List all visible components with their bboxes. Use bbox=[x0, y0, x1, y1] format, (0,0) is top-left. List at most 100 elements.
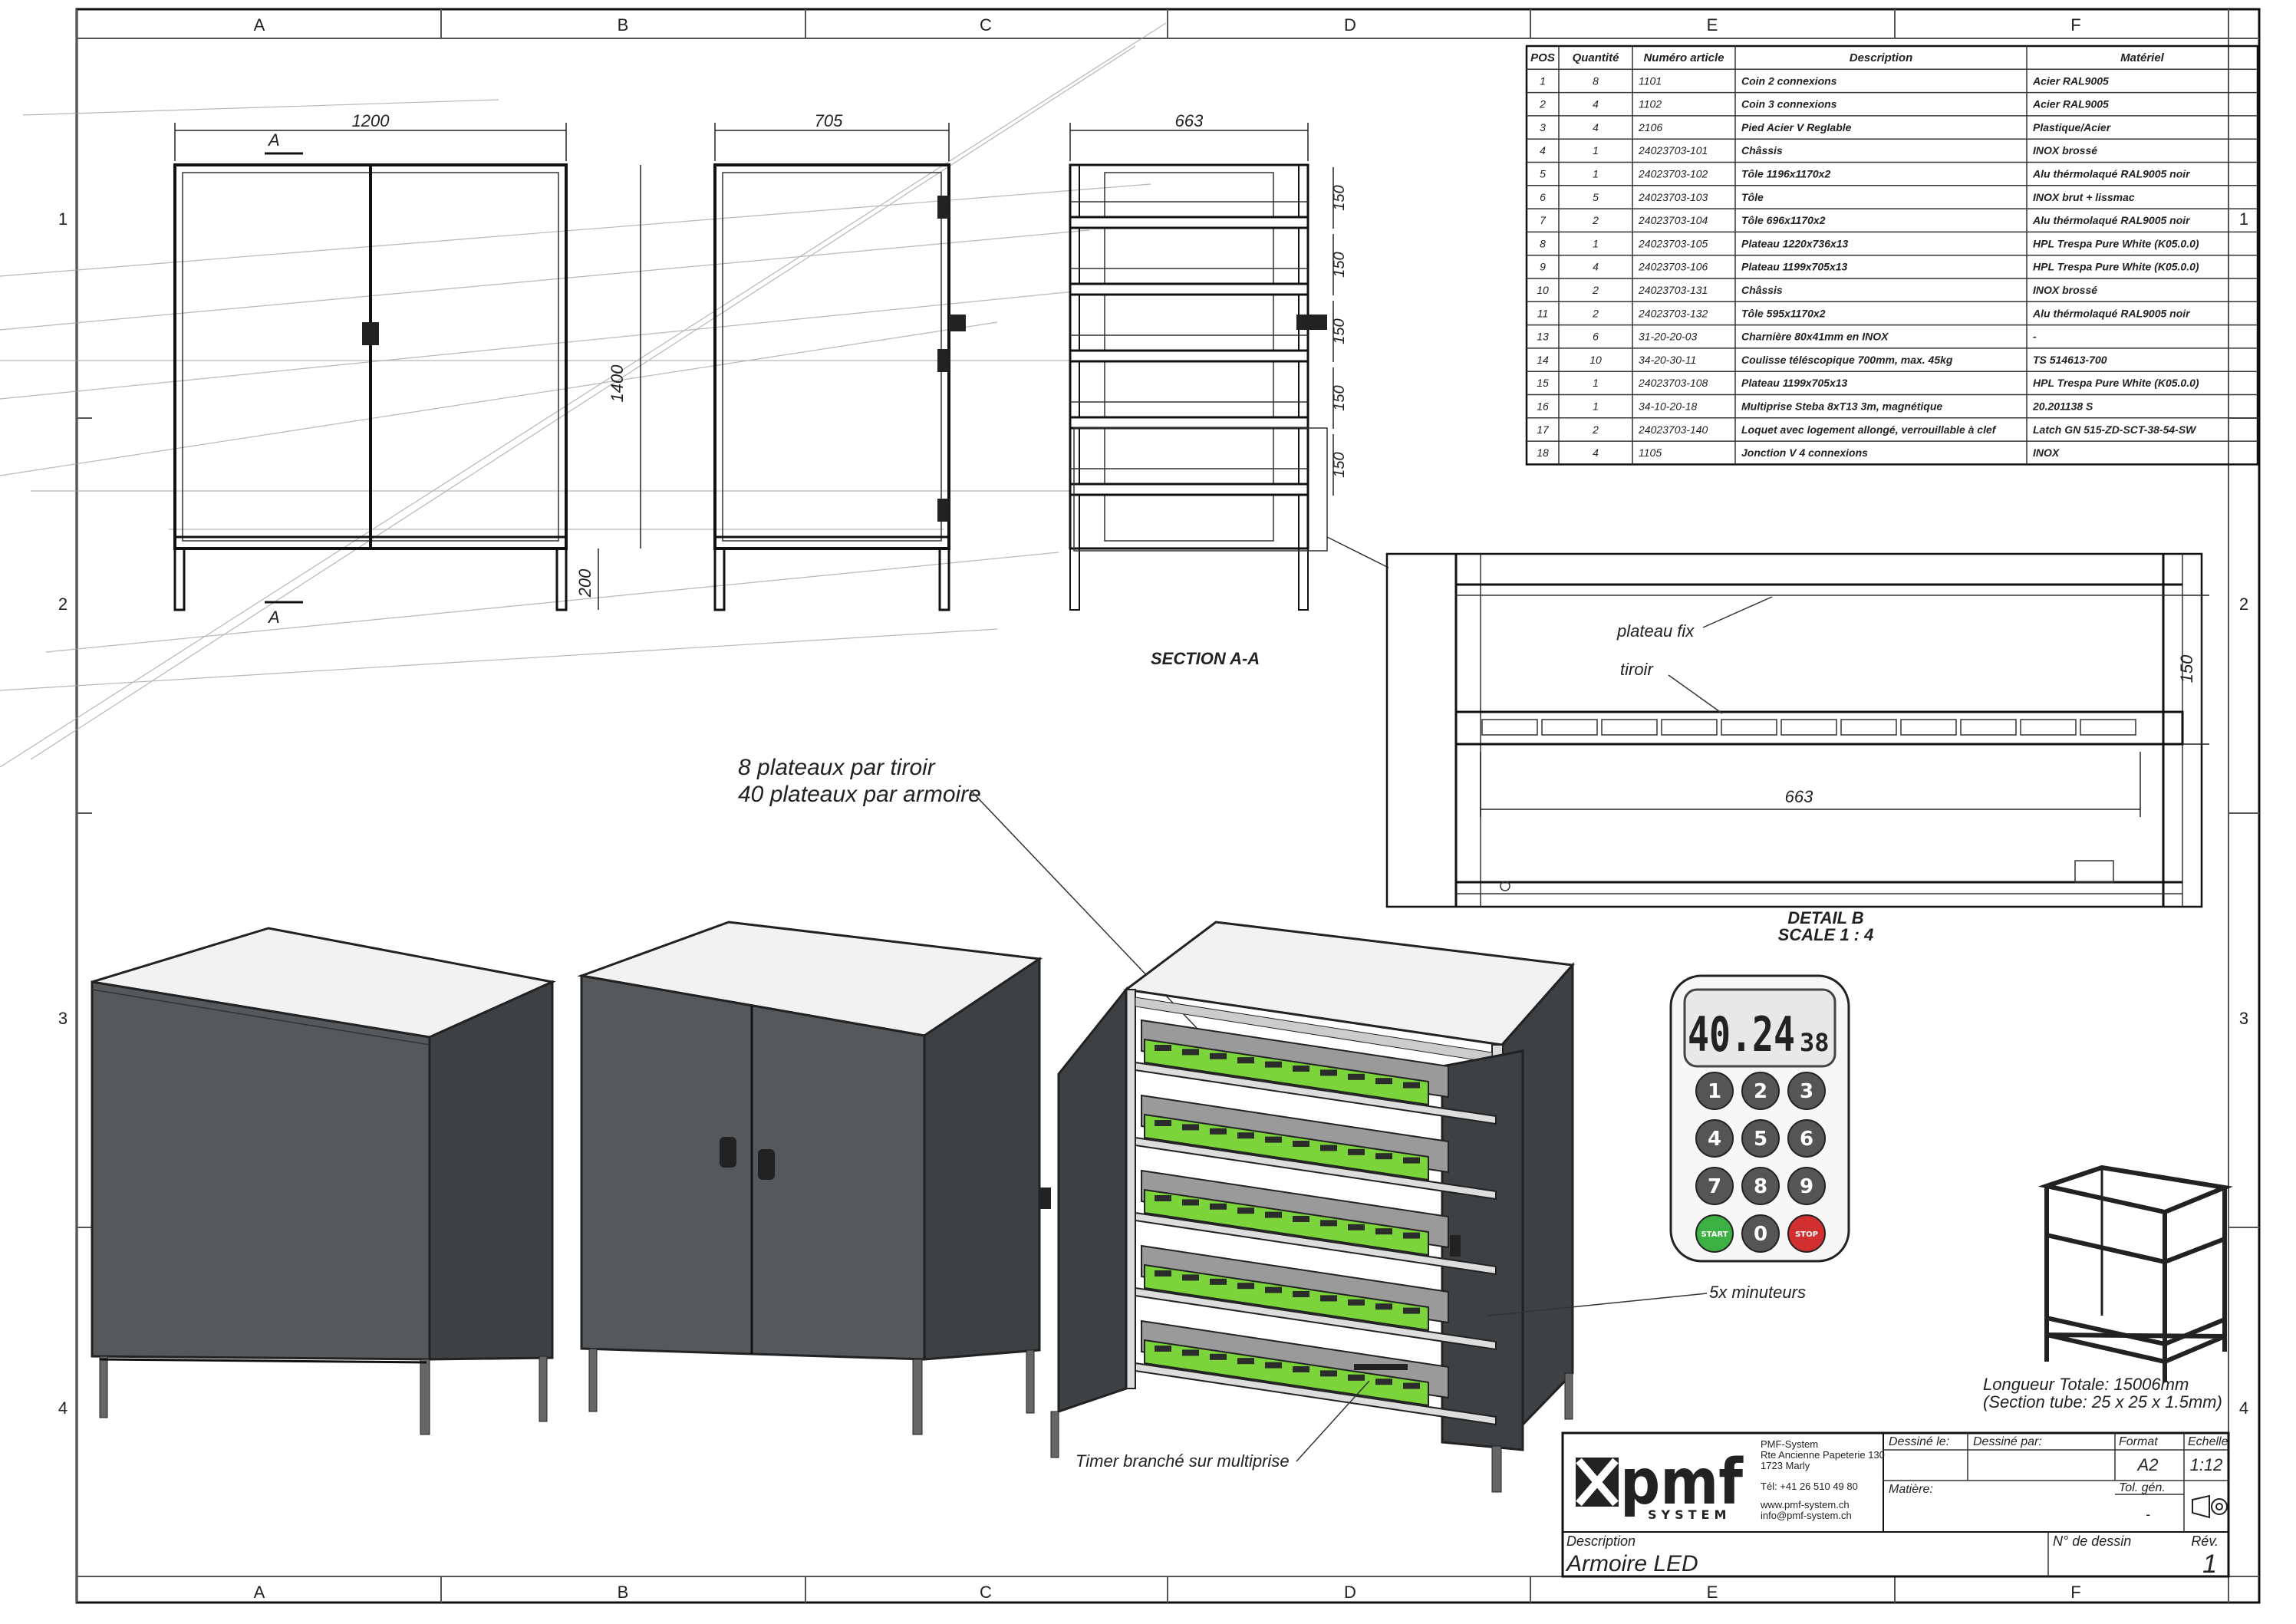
bom-cell: Pied Acier V Reglable bbox=[1741, 121, 1852, 133]
dim-shelf-pitch: 150 bbox=[1331, 385, 1348, 410]
side-view: 705 1400 200 bbox=[575, 111, 966, 611]
row-label-4: 4 bbox=[58, 1398, 68, 1418]
tube-frame bbox=[2037, 1164, 2233, 1382]
tray-cell bbox=[1293, 1366, 1309, 1372]
col-label-c-bottom: C bbox=[980, 1583, 992, 1602]
bom-cell: - bbox=[2033, 331, 2037, 343]
bom-cell: INOX brossé bbox=[2033, 144, 2097, 156]
tray-cell bbox=[1237, 1207, 1254, 1214]
col-label-b: B bbox=[618, 15, 629, 35]
dim-section-width: 663 bbox=[1175, 111, 1204, 130]
bom-cell: HPL Trespa Pure White (K05.0.0) bbox=[2033, 377, 2199, 389]
bom-cell: 31-20-20-03 bbox=[1639, 331, 1697, 343]
bom-cell: 5 bbox=[1540, 168, 1546, 180]
bom-cell: Alu thérmolaqué RAL9005 noir bbox=[2032, 307, 2191, 319]
tray-cell bbox=[1293, 1066, 1309, 1072]
logo-text: pmf bbox=[1620, 1446, 1744, 1519]
bom-cell: 1 bbox=[1593, 377, 1599, 389]
dim-leg-height: 200 bbox=[575, 568, 595, 598]
row-label-1-right: 1 bbox=[2239, 209, 2248, 229]
callout-plateau-fix: plateau fix bbox=[1616, 621, 1695, 641]
timer-key-label: 4 bbox=[1708, 1128, 1721, 1151]
section-shelf bbox=[1069, 282, 1309, 296]
dim-shelf-pitch: 150 bbox=[1331, 252, 1348, 277]
dim-detail-width: 663 bbox=[1785, 787, 1813, 806]
tray-cell bbox=[1403, 1082, 1420, 1089]
column-labels: A B C D E F A B C D E F bbox=[254, 15, 2081, 1602]
bom-cell: Plateau 1199x705x13 bbox=[1741, 377, 1848, 389]
timer-key bbox=[1787, 1119, 1826, 1158]
tray-cell bbox=[1375, 1303, 1392, 1310]
cabinet-double-door bbox=[577, 921, 1043, 1435]
tray-cell bbox=[1320, 1295, 1337, 1302]
col-label-f-bottom: F bbox=[2070, 1583, 2080, 1602]
tray-cell bbox=[1320, 1069, 1337, 1076]
timer-key bbox=[1787, 1214, 1826, 1253]
section-shelf bbox=[1069, 216, 1309, 229]
timer-key bbox=[1787, 1167, 1826, 1205]
tray-cell bbox=[1293, 1141, 1309, 1147]
row-label-1: 1 bbox=[58, 209, 68, 229]
tray-cell bbox=[1265, 1211, 1282, 1218]
timer-key-label: 7 bbox=[1708, 1175, 1721, 1198]
bom-cell: 24023703-103 bbox=[1638, 191, 1708, 203]
bom-cell: Plastique/Acier bbox=[2033, 121, 2112, 133]
detail-rail-slot bbox=[2080, 719, 2136, 736]
tray-cell bbox=[1320, 1370, 1337, 1377]
bom-cell: Tôle 595x1170x2 bbox=[1741, 307, 1826, 319]
bom-cell: 18 bbox=[1537, 446, 1549, 459]
tray-cell bbox=[1403, 1382, 1420, 1389]
tol-value: - bbox=[2146, 1507, 2150, 1522]
bom-header-cell: Description bbox=[1850, 51, 1913, 64]
bom-cell: HPL Trespa Pure White (K05.0.0) bbox=[2033, 237, 2199, 249]
tray-cell bbox=[1155, 1270, 1171, 1276]
bom-cell: 24023703-102 bbox=[1638, 168, 1708, 180]
bom-cell: 9 bbox=[1540, 261, 1546, 273]
bom-cell: 11 bbox=[1537, 307, 1549, 319]
dim-shelf-pitch: 150 bbox=[1331, 318, 1348, 344]
bom-cell: Acier RAL9005 bbox=[2032, 74, 2109, 87]
bom-cell: INOX bbox=[2033, 446, 2060, 459]
bom-cell: Tôle 1196x1170x2 bbox=[1741, 168, 1830, 180]
tray-cell bbox=[1210, 1353, 1227, 1360]
detail-rail-slot bbox=[1481, 719, 1538, 736]
bom-cell: 24023703-132 bbox=[1638, 307, 1708, 319]
timer-key bbox=[1695, 1214, 1734, 1253]
cut-mark-bottom: A bbox=[267, 608, 280, 627]
bom-cell: 8 bbox=[1593, 74, 1599, 87]
tray-cell bbox=[1265, 1136, 1282, 1143]
tray-cell bbox=[1182, 1349, 1199, 1356]
bom-cell: Acier RAL9005 bbox=[2032, 98, 2109, 110]
tray-cell bbox=[1375, 1153, 1392, 1160]
tray-cell bbox=[1265, 1286, 1282, 1293]
note-plateaux-armoire: 40 plateaux par armoire bbox=[738, 782, 981, 807]
company-email: info@pmf-system.ch bbox=[1761, 1510, 1852, 1521]
tray-cell bbox=[1403, 1157, 1420, 1164]
tray-cell bbox=[1375, 1379, 1392, 1385]
bom-cell: 24023703-140 bbox=[1638, 423, 1708, 436]
bom-cell: 10 bbox=[1537, 284, 1549, 296]
bom-cell: Multiprise Steba 8xT13 3m, magnétique bbox=[1741, 400, 1942, 413]
tray-cell bbox=[1293, 1291, 1309, 1297]
format-label: Format bbox=[2119, 1435, 2158, 1448]
bom-cell: 24023703-131 bbox=[1638, 284, 1708, 296]
dim-shelf-pitch: 150 bbox=[1331, 185, 1348, 210]
bom-cell: 4 bbox=[1593, 121, 1599, 133]
col-label-a-bottom: A bbox=[254, 1583, 265, 1602]
detail-b: 150 663 plateau fix tiroir DETAIL B SCAL… bbox=[1385, 552, 2209, 944]
note-minuteurs: 5x minuteurs bbox=[1709, 1283, 1806, 1302]
bom-cell: 4 bbox=[1593, 98, 1599, 110]
timer-key-label: 9 bbox=[1800, 1175, 1813, 1198]
echelle-label: Echelle bbox=[2188, 1435, 2228, 1448]
tray-cell bbox=[1155, 1045, 1171, 1051]
bom-cell: 34-20-30-11 bbox=[1639, 354, 1696, 366]
dim-height: 1400 bbox=[608, 364, 627, 403]
bom-cell: 3 bbox=[1540, 121, 1546, 133]
bom-cell: 13 bbox=[1537, 331, 1549, 343]
timer-key-label: 0 bbox=[1754, 1223, 1767, 1246]
bom-cell: Loquet avec logement allongé, verrouilla… bbox=[1741, 423, 1997, 436]
tray-cell bbox=[1182, 1124, 1199, 1131]
detail-rail-slot bbox=[1960, 719, 2017, 736]
tray-cell bbox=[1348, 1148, 1365, 1155]
